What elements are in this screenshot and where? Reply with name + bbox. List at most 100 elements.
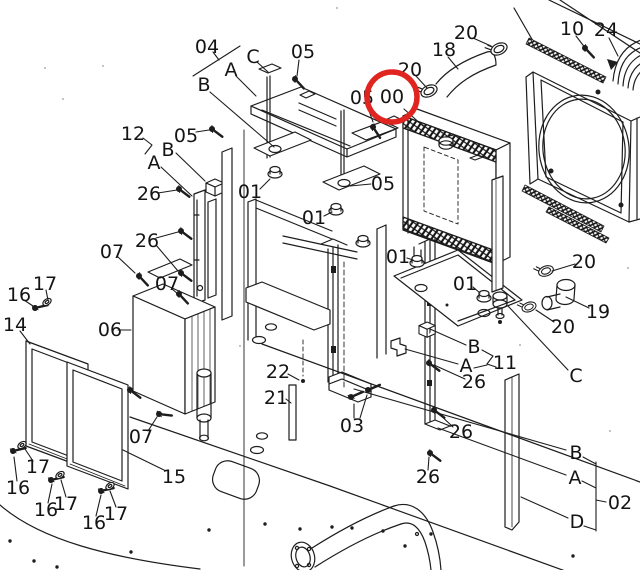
threaded-rod xyxy=(521,184,605,233)
leader-line xyxy=(285,398,292,404)
leader-line xyxy=(259,178,271,190)
leader-line xyxy=(235,75,257,97)
leader-line xyxy=(535,309,555,323)
part-label-24: 24 xyxy=(594,19,618,41)
leader-line xyxy=(404,348,459,365)
bolt-icon xyxy=(175,267,195,282)
leader-line xyxy=(155,244,179,272)
highlight-ellipse xyxy=(364,69,420,125)
rubber-block-icon xyxy=(205,178,225,197)
part-label-05-b: 05 xyxy=(174,125,198,147)
base-plate xyxy=(0,343,640,570)
plate-c xyxy=(258,63,282,74)
lower-mount-plate xyxy=(393,249,523,327)
part-label-14: 14 xyxy=(3,314,27,336)
part-label-07-a: 07 xyxy=(100,241,124,263)
part-label-26-b: 26 xyxy=(135,230,159,252)
part-label-20-b: 20 xyxy=(454,22,478,44)
bolt-icon xyxy=(289,73,309,90)
leader-line xyxy=(13,456,18,482)
part-label-03: 03 xyxy=(340,415,364,437)
part-label-26-e: 26 xyxy=(416,466,440,488)
strip-d xyxy=(504,373,520,531)
fan-shroud xyxy=(513,0,640,244)
nut-icon xyxy=(409,254,425,268)
part-label-15: 15 xyxy=(162,466,186,488)
leader-line xyxy=(403,108,424,127)
part-label-06: 06 xyxy=(98,319,122,341)
label-bracket xyxy=(582,456,597,465)
part-label-01-b: 01 xyxy=(302,207,326,229)
bolt-icon xyxy=(206,123,226,138)
label-bracket xyxy=(142,137,153,155)
part-label-17-b: 17 xyxy=(26,456,50,478)
hose-clamp-icon xyxy=(532,261,556,280)
label-bracket xyxy=(581,480,597,489)
part-label-19: 19 xyxy=(586,301,610,323)
part-label-16-c: 16 xyxy=(34,499,58,521)
part-label-20-c: 20 xyxy=(572,251,596,273)
leader-line xyxy=(359,394,368,419)
part-label-01-a: 01 xyxy=(238,181,262,203)
leader-line xyxy=(23,299,34,307)
leader-line xyxy=(157,189,178,194)
part-label-c-02: C xyxy=(569,365,582,387)
part-label-d-02: D xyxy=(570,511,585,533)
bolt-icon xyxy=(154,406,174,421)
part-label-10: 10 xyxy=(560,18,584,40)
elbow-fitting xyxy=(516,261,576,316)
part-label-16-d: 16 xyxy=(82,512,106,534)
part-label-18: 18 xyxy=(432,39,456,61)
part-label-05-a: 05 xyxy=(291,41,315,63)
part-label-b-02: B xyxy=(569,442,582,464)
leader-line xyxy=(520,496,569,519)
cooler-fitting xyxy=(196,368,212,442)
part-label-11: 11 xyxy=(493,352,517,374)
part-label-00: 00 xyxy=(380,86,404,108)
leader-line xyxy=(507,305,569,371)
part-label-a-12: A xyxy=(148,152,161,174)
leader-line xyxy=(24,448,34,462)
leader-line xyxy=(19,330,31,345)
leader-line xyxy=(256,61,269,73)
highlight-circle xyxy=(364,69,420,125)
leader-line xyxy=(296,59,300,77)
bolt-icon xyxy=(173,183,193,198)
part-label-22: 22 xyxy=(266,361,290,383)
radiator-hose xyxy=(414,37,510,102)
part-label-17-d: 17 xyxy=(104,503,128,525)
label-bracket xyxy=(595,499,607,503)
nut-icon xyxy=(328,202,344,216)
strip-c xyxy=(491,175,508,324)
label-brackets xyxy=(142,45,607,532)
leader-line xyxy=(209,91,275,148)
leader-line xyxy=(427,456,430,471)
part-label-04: 04 xyxy=(195,36,219,58)
part-label-a-02: A xyxy=(569,467,582,489)
part-label-17-a: 17 xyxy=(33,273,57,295)
part-label-01-c: 01 xyxy=(386,246,410,268)
mount-11-group xyxy=(390,321,436,357)
bolt-icon xyxy=(175,225,195,240)
leader-line xyxy=(608,37,619,57)
part-label-02: 02 xyxy=(608,492,632,514)
leader-lines xyxy=(13,35,619,519)
leader-line xyxy=(155,231,179,239)
label-bracket xyxy=(583,525,597,531)
leader-line xyxy=(160,166,193,197)
part-label-a-11: A xyxy=(460,355,473,377)
part-label-16-b: 16 xyxy=(6,477,30,499)
label-bracket xyxy=(486,363,497,368)
bolt-icon xyxy=(579,42,599,59)
leader-line xyxy=(47,483,53,504)
leader-line xyxy=(349,183,372,187)
part-label-26-d: 26 xyxy=(449,421,473,443)
part-label-26-c: 26 xyxy=(462,371,486,393)
label-bracket xyxy=(473,364,488,369)
leader-line xyxy=(45,289,49,301)
leader-line xyxy=(95,494,102,517)
